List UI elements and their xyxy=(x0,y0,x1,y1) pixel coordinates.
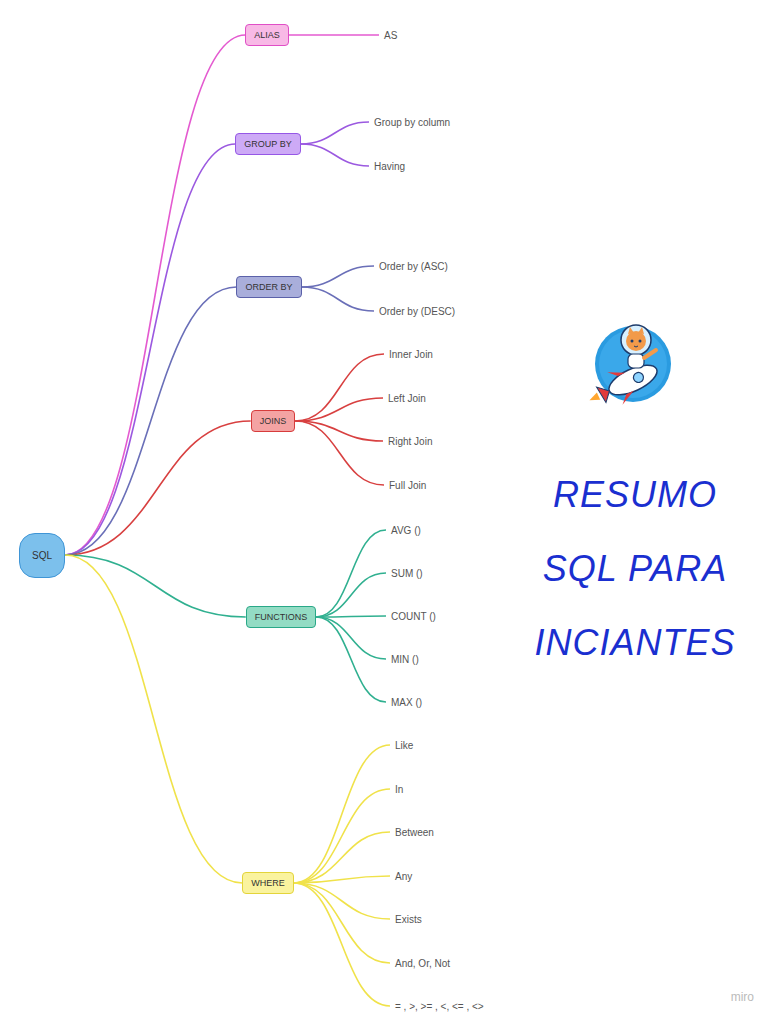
branch-connector xyxy=(302,287,375,311)
node-text: AS xyxy=(384,30,397,41)
node-text: Order by (ASC) xyxy=(379,261,448,272)
node-text: SQL xyxy=(32,550,52,561)
leaf-topic: And, Or, Not xyxy=(393,957,452,970)
node-text: Inner Join xyxy=(389,349,433,360)
node-text: Right Join xyxy=(388,436,432,447)
branch-connector xyxy=(302,266,375,287)
branch-connector xyxy=(294,832,390,883)
branch-connector xyxy=(294,883,390,963)
leaf-topic: Group by column xyxy=(372,116,452,129)
leaf-topic: Order by (DESC) xyxy=(377,305,457,318)
leaf-topic: MAX () xyxy=(389,696,424,709)
branch-connector xyxy=(316,573,386,617)
branch-connector xyxy=(316,616,386,617)
leaf-topic: Like xyxy=(393,739,415,752)
node-text: COUNT () xyxy=(391,611,436,622)
branch-connector xyxy=(294,883,390,919)
leaf-topic: Exists xyxy=(393,913,424,926)
node-text: SUM () xyxy=(391,568,423,579)
page-title: RESUMO SQL PARA INCIANTES xyxy=(510,458,760,680)
node-text: Full Join xyxy=(389,480,426,491)
root-node: SQL xyxy=(19,533,65,578)
branch-connector xyxy=(65,144,235,555)
branch-box: WHERE xyxy=(242,872,294,894)
node-text: GROUP BY xyxy=(244,139,291,149)
branch-connector xyxy=(294,745,390,883)
branch-box: ALIAS xyxy=(245,24,289,46)
branch-connector xyxy=(294,883,390,1006)
node-text: Group by column xyxy=(374,117,450,128)
leaf-topic: Order by (ASC) xyxy=(377,260,450,273)
branch-connector xyxy=(316,617,386,702)
node-text: WHERE xyxy=(251,878,285,888)
branch-connector xyxy=(294,876,390,883)
node-text: Any xyxy=(395,871,412,882)
branch-connector xyxy=(295,354,384,421)
node-text: MAX () xyxy=(391,697,422,708)
branch-connector xyxy=(301,144,369,166)
leaf-topic: COUNT () xyxy=(389,610,438,623)
branch-connector xyxy=(316,530,386,617)
leaf-topic: MIN () xyxy=(389,653,421,666)
node-text: Exists xyxy=(395,914,422,925)
leaf-topic: SUM () xyxy=(389,567,425,580)
leaf-topic: In xyxy=(393,783,405,796)
node-text: ORDER BY xyxy=(245,282,292,292)
branch-box: GROUP BY xyxy=(235,133,300,155)
leaf-topic: Inner Join xyxy=(387,348,435,361)
branch-connector xyxy=(289,34,379,36)
branch-connector xyxy=(65,555,246,617)
branch-box: ORDER BY xyxy=(236,276,301,298)
node-text: AVG () xyxy=(391,525,421,536)
branch-connector xyxy=(65,555,242,883)
branch-box: JOINS xyxy=(251,410,296,432)
leaf-topic: Full Join xyxy=(387,479,428,492)
node-text: Like xyxy=(395,740,413,751)
node-text: Between xyxy=(395,827,434,838)
branch-connector xyxy=(65,287,236,555)
leaf-topic: Left Join xyxy=(386,392,428,405)
branch-connector xyxy=(301,122,369,144)
leaf-topic: Having xyxy=(372,160,407,173)
branch-connector xyxy=(65,35,245,555)
node-text: Left Join xyxy=(388,393,426,404)
node-text: FUNCTIONS xyxy=(255,612,308,622)
node-text: JOINS xyxy=(260,416,287,426)
leaf-topic: Right Join xyxy=(386,435,434,448)
node-text: Order by (DESC) xyxy=(379,306,455,317)
leaf-topic: AS xyxy=(382,29,399,42)
branch-connector xyxy=(295,398,383,421)
node-text: Having xyxy=(374,161,405,172)
branch-connector xyxy=(294,789,390,883)
branch-box: FUNCTIONS xyxy=(246,606,317,628)
node-text: And, Or, Not xyxy=(395,958,450,969)
leaf-topic: = , >, >= , <, <= , <> xyxy=(393,1000,486,1013)
branch-connector xyxy=(316,617,386,659)
leaf-topic: AVG () xyxy=(389,524,423,537)
watermark: miro xyxy=(731,990,754,1004)
node-text: ALIAS xyxy=(254,30,280,40)
leaf-topic: Between xyxy=(393,826,436,839)
node-text: In xyxy=(395,784,403,795)
leaf-topic: Any xyxy=(393,870,414,883)
branch-connector xyxy=(295,421,384,485)
node-text: = , >, >= , <, <= , <> xyxy=(395,1001,484,1012)
branch-connector xyxy=(65,421,251,555)
node-text: MIN () xyxy=(391,654,419,665)
